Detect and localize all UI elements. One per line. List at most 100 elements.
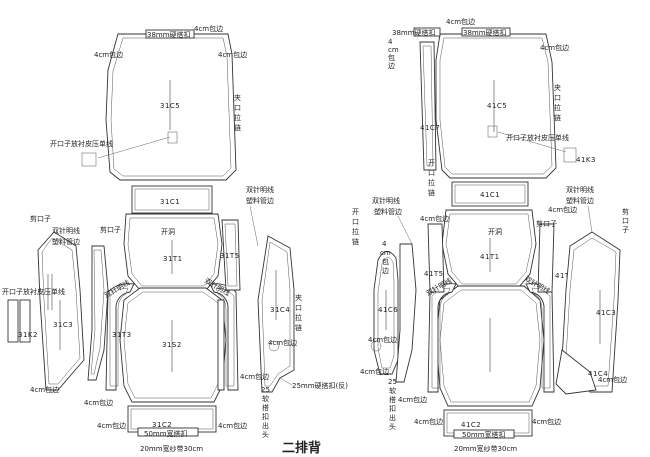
svg-text:25: 25 bbox=[388, 378, 397, 386]
svg-text:cm: cm bbox=[388, 46, 399, 54]
svg-text:出: 出 bbox=[262, 421, 269, 430]
piece-31c3 bbox=[37, 231, 85, 391]
svg-text:夹: 夹 bbox=[295, 293, 302, 302]
svg-text:拉: 拉 bbox=[352, 227, 359, 236]
piece-41t5 bbox=[427, 223, 445, 293]
svg-text:软: 软 bbox=[389, 386, 396, 395]
label-wrap-vert-right: 4 cm 包 边 bbox=[388, 38, 399, 70]
svg-text:软: 软 bbox=[262, 394, 269, 403]
label-wrap-right-e: 4cm包边 bbox=[414, 417, 443, 426]
svg-text:夹: 夹 bbox=[554, 83, 561, 92]
label-hook-tape25: 25mm硬搭扣(反) bbox=[292, 381, 348, 390]
svg-text:开: 开 bbox=[352, 208, 359, 216]
label-zip-left: 夹 口 拉 链 bbox=[234, 93, 241, 132]
svg-text:头: 头 bbox=[262, 430, 269, 439]
label-wrap-top-left-2: 4cm包边 bbox=[94, 50, 123, 59]
svg-text:边: 边 bbox=[382, 266, 389, 275]
code-41c5: 41C5 bbox=[487, 102, 507, 110]
svg-text:夹: 夹 bbox=[234, 93, 241, 102]
svg-text:口: 口 bbox=[554, 94, 561, 102]
code-31c3: 31C3 bbox=[53, 321, 73, 329]
label-cut-notch-right: 剪口子 bbox=[536, 219, 557, 228]
svg-text:拉: 拉 bbox=[428, 178, 435, 187]
code-41c4: 41C4 bbox=[588, 370, 608, 378]
label-cut-notch-left: 剪口子 bbox=[30, 214, 51, 223]
right-pattern: 41C5 41C7 41K3 38mm硬搭扣 38mm硬搭扣 4cm包边 4cm… bbox=[352, 17, 629, 453]
label-wrap-right-d: 4cm包边 bbox=[398, 395, 427, 404]
label-open-zip-right: 开 口 拉 链 bbox=[428, 159, 435, 197]
svg-text:拉: 拉 bbox=[234, 113, 241, 122]
label-open-zip-right-2: 开 口 拉 链 bbox=[352, 208, 359, 246]
svg-text:链: 链 bbox=[234, 123, 241, 132]
svg-text:口: 口 bbox=[352, 218, 359, 226]
piece-41c5 bbox=[435, 33, 557, 179]
label-wrap-left-e: 4cm包边 bbox=[240, 372, 269, 381]
label-notch-note-left-2: 开口子放衬皮压单线 bbox=[2, 287, 65, 296]
svg-text:口: 口 bbox=[428, 169, 435, 177]
label-band20-right: 20mm宽纱带30cm bbox=[454, 444, 517, 453]
label-wrap-left-c: 4cm包边 bbox=[97, 421, 126, 430]
code-41k3: 41K3 bbox=[576, 156, 596, 164]
label-wrap-right-b: 4cm包边 bbox=[548, 205, 577, 214]
label-opening-right: 开洞 bbox=[488, 227, 502, 236]
label-wrap-vert-right-2: 4 cm 包 边 bbox=[380, 240, 391, 275]
code-41c6: 41C6 bbox=[378, 306, 398, 314]
piece-31s2 bbox=[119, 287, 227, 403]
label-cut-notch-right-2: 剪 口 子 bbox=[622, 207, 629, 234]
piece-41t1 bbox=[441, 209, 537, 289]
label-wrap-top-right-1: 4cm包边 bbox=[446, 17, 475, 26]
code-41t1: 41T1 bbox=[480, 253, 500, 261]
label-double-stitch-right: 双针明线 bbox=[372, 196, 400, 205]
label-wrap-left-c4: 4cm包边 bbox=[268, 338, 297, 347]
label-double-stitch-left: 双针明线 bbox=[52, 226, 80, 235]
code-41t6: 41T6 bbox=[555, 272, 575, 280]
svg-text:4: 4 bbox=[382, 240, 387, 248]
svg-text:口: 口 bbox=[234, 104, 241, 112]
svg-text:cm: cm bbox=[380, 249, 391, 257]
label-plastic-tube-right-2: 塑料管边 bbox=[566, 196, 594, 205]
sheet-title: 二排背 bbox=[282, 440, 321, 456]
label-notch-note-left: 开口子放衬皮压单线 bbox=[50, 139, 113, 148]
svg-text:开: 开 bbox=[428, 159, 435, 167]
label-tape38-right-2: 38mm硬搭扣 bbox=[392, 28, 436, 37]
piece-41c4 bbox=[555, 349, 597, 395]
svg-text:链: 链 bbox=[352, 237, 359, 246]
label-wrap-top-left-3: 4cm包边 bbox=[218, 50, 247, 59]
svg-text:搭: 搭 bbox=[389, 395, 396, 404]
code-31c4: 31C4 bbox=[270, 306, 290, 314]
svg-text:拉: 拉 bbox=[295, 313, 302, 322]
label-tape38-left: 38mm硬搭扣 bbox=[147, 30, 191, 39]
label-wrap-top-right-2: 4cm包边 bbox=[540, 43, 569, 52]
svg-text:子: 子 bbox=[622, 226, 629, 234]
svg-text:剪: 剪 bbox=[622, 207, 629, 216]
label-wrap-right-c: 4cm包边 bbox=[360, 367, 389, 376]
svg-text:扣: 扣 bbox=[389, 404, 396, 413]
label-opening-left: 开洞 bbox=[161, 227, 175, 236]
label-zip-right: 夹 口 拉 链 bbox=[554, 83, 561, 122]
svg-text:25: 25 bbox=[261, 386, 270, 394]
svg-text:包: 包 bbox=[382, 257, 389, 266]
code-41t5: 41T5 bbox=[424, 270, 444, 278]
piece-41t6 bbox=[537, 223, 555, 293]
svg-text:扣: 扣 bbox=[262, 412, 269, 421]
svg-text:链: 链 bbox=[428, 188, 435, 197]
piece-41c1 bbox=[451, 181, 529, 207]
svg-text:口: 口 bbox=[295, 304, 302, 312]
svg-text:链: 链 bbox=[554, 113, 561, 122]
code-31c5: 31C5 bbox=[160, 102, 180, 110]
label-plastic-tube-left-2: 塑料管边 bbox=[246, 196, 274, 205]
code-31t5: 31T5 bbox=[220, 252, 240, 260]
svg-text:链: 链 bbox=[295, 323, 302, 332]
label-wrap-right-a: 4cm包边 bbox=[420, 214, 449, 223]
label-tape50-left: 50mm宽搭扣 bbox=[144, 429, 188, 438]
label-wrap-right-f: 4cm包边 bbox=[532, 417, 561, 426]
piece-41c7 bbox=[419, 41, 437, 171]
svg-text:包: 包 bbox=[388, 53, 395, 62]
label-wrap-left-d: 4cm包边 bbox=[218, 421, 247, 430]
code-41c3: 41C3 bbox=[596, 309, 616, 317]
label-plastic-tube-left: 塑料管边 bbox=[52, 237, 80, 246]
label-cut-notch-left-2: 剪口子 bbox=[100, 225, 121, 234]
code-41c2: 41C2 bbox=[461, 421, 481, 429]
label-soft-tape-left: 25 软 搭 扣 出 头 bbox=[261, 386, 270, 439]
